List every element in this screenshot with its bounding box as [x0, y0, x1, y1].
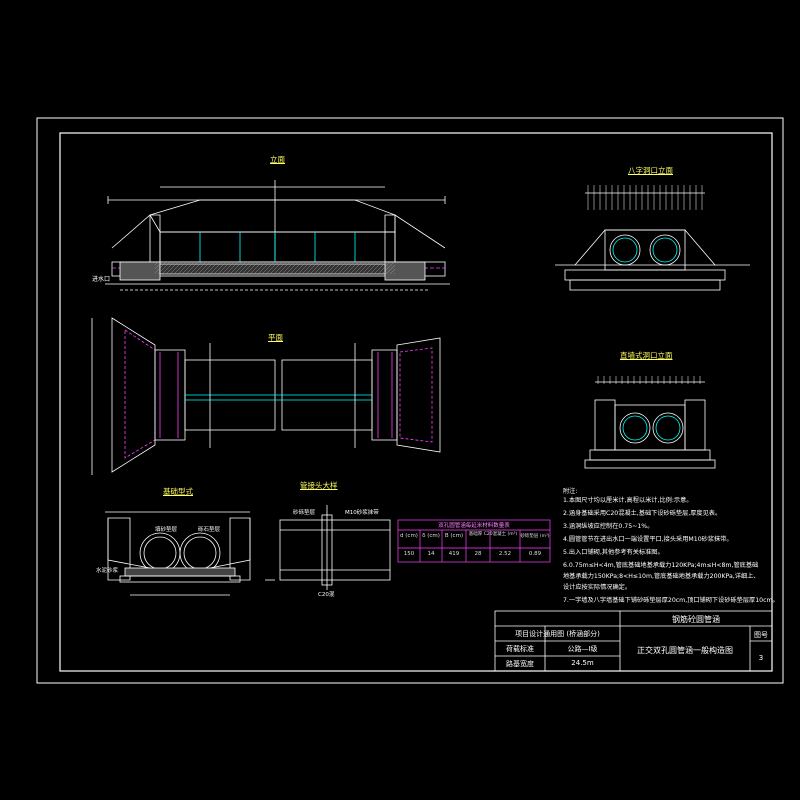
inlet-pipe-right — [649, 234, 681, 266]
straight-wall-elevation-view — [584, 376, 716, 469]
caption-pipe-joint: 管接头大样 — [300, 481, 338, 490]
pipe-joint-view — [265, 505, 391, 590]
table-header-b: B (cm) — [444, 533, 464, 539]
note-line: 地基承载力150KPa;8<H≤10m,管底基础地基承载力200KPa,详细上、 — [563, 573, 760, 580]
table-cell: 0.89 — [528, 551, 542, 557]
title-drawing-group: 钢筋砼圆管涵 — [672, 615, 720, 624]
table-header-d: d (cm) — [400, 533, 418, 539]
note-line: 4.圆管管节在进出水口一端设置平口,接头采用M10砂浆抹带。 — [563, 536, 733, 543]
note-line: 5.出入口铺砌,其他参考有关标准图。 — [563, 549, 664, 556]
title-load-label: 荷载标准 — [506, 645, 534, 653]
caption-straight-wall: 直墙式洞口立面 — [620, 351, 673, 360]
title-load: 公路—I级 — [567, 645, 598, 653]
label-bedding: 砂砾垫层 — [293, 510, 316, 516]
label-c20: C20混 — [318, 592, 335, 598]
table-cell: 28 — [474, 551, 482, 557]
table-title: 双孔圆管涵每延米材料数量表 — [438, 523, 510, 529]
caption-foundation: 基础型式 — [163, 487, 193, 496]
inlet-elevation-view — [555, 185, 750, 291]
foundation-view — [105, 511, 251, 596]
label-joint: M10砂浆抹带 — [345, 510, 379, 516]
title-drawing-title: 正交双孔圆管涵一般构造图 — [637, 646, 733, 655]
note-line: 1.本图尺寸均以厘米计,高程以米计,比例:示意。 — [563, 497, 693, 504]
inner-border — [59, 132, 773, 672]
table-header-bedding: 砂砾垫层 (m³) — [520, 534, 550, 539]
material-table-grid — [397, 519, 551, 563]
table-cell: 150 — [403, 551, 415, 557]
note-line: 7.一字墙及八字墙基础下铺砂砾垫层厚20cm,顶口铺砌下设砂砾垫层厚10cm。 — [563, 597, 779, 604]
note-line: 3.涵洞纵坡应控制在0.75~1%。 — [563, 523, 654, 530]
label-inlet: 进水口 — [92, 276, 111, 283]
notes-heading: 附注: — [563, 488, 578, 495]
note-line: 6.0.75m≤H<4m,管底基础地基承载力120KPa;4m≤H<8m,管底基… — [563, 562, 759, 569]
inlet-pipe-left — [609, 234, 641, 266]
plan-view — [91, 317, 441, 475]
title-width: 24.5m — [571, 659, 594, 667]
title-width-label: 路基宽度 — [506, 660, 534, 668]
label-fill: 填砂垫层 — [155, 527, 178, 533]
outer-border — [36, 117, 784, 684]
table-header-c20: 基础厚 C20混凝土 (m³) — [468, 532, 518, 537]
table-cell: 2.52 — [498, 551, 512, 557]
note-line: 设计应按实际情况确定。 — [563, 584, 632, 591]
label-mortar: 水泥砂浆 — [96, 568, 119, 574]
caption-plan: 平面 — [268, 333, 283, 342]
note-line: 2.涵身基础采用C20混凝土,基础下设砂砾垫层,厚度见表。 — [563, 510, 722, 517]
caption-elevation: 立面 — [270, 155, 285, 164]
caption-inlet-elevation: 八字洞口立面 — [628, 166, 673, 175]
table-cell: 14 — [427, 551, 435, 557]
label-gravel: 砾石垫层 — [198, 527, 221, 533]
title-sheet-no: 3 — [758, 654, 764, 662]
table-header-delta: δ (cm) — [422, 533, 440, 539]
title-block-grid — [494, 610, 773, 672]
title-sheet-label: 图号 — [754, 631, 768, 639]
table-cell: 419 — [448, 551, 460, 557]
title-project: 项目设计通用图 (桥涵部分) — [515, 630, 600, 638]
